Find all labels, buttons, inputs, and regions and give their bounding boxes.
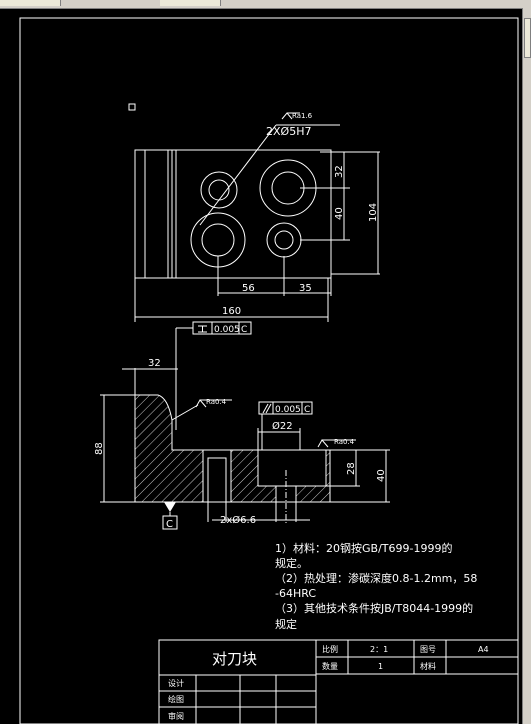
tab-left[interactable] xyxy=(0,0,61,6)
draw-label: 绘图 xyxy=(168,694,184,704)
title-block: 对刀块 比例 2：1 图号 A4 数量 1 材料 设计 绘图 审阅 xyxy=(158,639,519,724)
vertical-scrollbar[interactable] xyxy=(522,8,531,724)
dim-32: 32 xyxy=(334,165,345,178)
roughness-label-top: Ra1.6 xyxy=(292,112,313,120)
dim-160: 160 xyxy=(222,306,241,317)
scrollbar-thumb[interactable] xyxy=(524,18,531,58)
roughness-right: Ra0.4 xyxy=(334,438,355,446)
top-view: Ra1.6 2XØ5H7 32 40 104 56 35 160 xyxy=(134,112,380,322)
ucs-marker xyxy=(128,103,136,111)
holes-label: 2XØ5H7 xyxy=(266,125,311,138)
qty-value: 1 xyxy=(378,662,383,671)
scale-value: 2：1 xyxy=(370,645,388,654)
flatness-tol: 0.005 xyxy=(214,325,240,335)
datum-c-bottom: C xyxy=(166,519,173,530)
note-line-1: 1）材料：20钢按GB/T699-1999的 xyxy=(275,542,453,555)
parallel-datum: C xyxy=(304,405,310,415)
tab-middle[interactable] xyxy=(160,0,221,6)
note-line-4: -64HRC xyxy=(275,587,317,600)
note-line-2: 规定。 xyxy=(275,557,308,570)
dim-phi22: Ø22 xyxy=(272,420,293,432)
drawing-frame xyxy=(19,17,519,724)
review-label: 审阅 xyxy=(168,711,184,721)
qty-label: 数量 xyxy=(322,661,338,671)
dim-32-section: 32 xyxy=(148,358,161,369)
note-line-3: （2）热处理：渗碳深度0.8-1.2mm，58 xyxy=(275,572,478,585)
flatness-datum: C xyxy=(241,325,247,335)
drawing-no-label: 图号 xyxy=(420,645,436,654)
dim-40-section: 40 xyxy=(376,469,387,482)
dim-40-right: 40 xyxy=(334,207,345,220)
dim-2x66: 2xØ6.6 xyxy=(220,514,256,526)
dim-88: 88 xyxy=(94,442,105,455)
part-name: 对刀块 xyxy=(212,650,257,668)
section-view: 0.005 C 32 Ra0.4 0.005 C Ø xyxy=(94,321,390,530)
dim-104: 104 xyxy=(368,203,379,222)
note-line-5: （3）其他技术条件按JB/T8044-1999的 xyxy=(275,602,474,615)
dim-28: 28 xyxy=(346,462,357,475)
scale-label: 比例 xyxy=(322,644,338,654)
parallel-tol: 0.005 xyxy=(275,405,301,415)
dim-56: 56 xyxy=(242,283,255,294)
design-label: 设计 xyxy=(168,678,184,688)
note-line-6: 规定 xyxy=(275,618,297,631)
roughness-left: Ra0.4 xyxy=(206,398,227,406)
dim-35: 35 xyxy=(299,283,312,294)
material-label: 材料 xyxy=(420,661,436,671)
window-top-bar xyxy=(0,0,531,9)
drawing-no-value: A4 xyxy=(478,645,489,654)
